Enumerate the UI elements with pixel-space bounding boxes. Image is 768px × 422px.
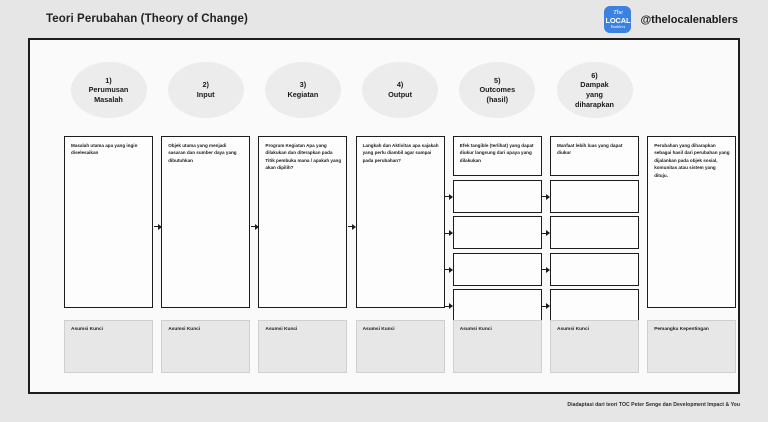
flow-arrow-5-to-6-row-2 xyxy=(542,232,550,234)
assumption-box-6[interactable]: Asumsi Kunci xyxy=(550,320,639,373)
assumption-label: Asumsi Kunci xyxy=(168,327,201,332)
logo-line-1: The xyxy=(613,9,623,16)
assumption-label: Asumsi Kunci xyxy=(362,327,395,332)
assumption-box-4[interactable]: Asumsi Kunci xyxy=(355,320,445,373)
flow-arrow-2-to-3 xyxy=(250,226,258,228)
stage-number: 1) xyxy=(105,75,112,85)
description-text: Masalah utama apa yang ingin diselesaika… xyxy=(71,143,138,156)
assumption-box-1[interactable]: Asumsi Kunci xyxy=(64,320,153,373)
assumption-label: Asumsi Kunci xyxy=(265,327,298,332)
assumption-box-2[interactable]: Asumsi Kunci xyxy=(161,320,251,373)
stage-number: 6) xyxy=(591,70,598,80)
logo-line-3: Enablers xyxy=(610,24,626,29)
credit-note: Diadaptasi dari teori TOC Peter Senge da… xyxy=(567,402,740,408)
toc-column-7: Perubahan yang diharapkan sebagai hasil … xyxy=(647,40,737,396)
assumption-box-5[interactable]: Asumsi Kunci xyxy=(452,320,542,373)
description-text: Program Kegiatan Apa yang dilakukan dan … xyxy=(265,143,342,171)
brand-block: The LOCAL Enablers @thelocalenablers xyxy=(604,6,738,33)
stage-bubble-4: 4)Output xyxy=(362,62,439,118)
stage-title-line-1: Outcomes xyxy=(479,85,516,95)
assumption-label: Pemangku Kepentingan xyxy=(654,327,709,332)
social-handle: @thelocalenablers xyxy=(640,13,738,26)
description-text: Langkah dan Aktivitas apa sajakah yang p… xyxy=(362,143,439,163)
slide-header: Teori Perubahan (Theory of Change) The L… xyxy=(0,0,768,38)
description-text: Objek utama yang menjadi sasaran dan sum… xyxy=(168,143,237,163)
empty-box-6-4[interactable] xyxy=(550,289,639,322)
description-box-3: Program Kegiatan Apa yang dilakukan dan … xyxy=(258,136,348,308)
assumption-label: Asumsi Kunci xyxy=(557,327,589,332)
stage-title-line-1: Output xyxy=(388,90,413,99)
empty-box-5-2[interactable] xyxy=(452,216,542,249)
description-box-7: Perubahan yang diharapkan sebagai hasil … xyxy=(647,136,737,308)
description-text: Perubahan yang diharapkan sebagai hasil … xyxy=(654,143,730,178)
empty-box-6-3[interactable] xyxy=(550,252,639,286)
stage-bubble-2: 2)Input xyxy=(167,62,244,118)
flow-arrow-5-to-6-row-1 xyxy=(542,196,550,198)
empty-box-6-1[interactable] xyxy=(550,179,639,213)
the-local-enablers-logo-icon: The LOCAL Enablers xyxy=(604,6,632,33)
stage-title-line-2: yang xyxy=(585,90,604,99)
stage-number: 3) xyxy=(299,80,307,90)
description-box-2: Objek utama yang menjadi sasaran dan sum… xyxy=(161,136,251,308)
assumption-box-3[interactable]: Asumsi Kunci xyxy=(258,320,348,373)
stage-bubble-3: 3)Kegiatan xyxy=(264,62,341,118)
empty-box-6-2[interactable] xyxy=(550,216,639,249)
stage-bubble-5: 5)Outcomes(hasil) xyxy=(459,62,536,118)
stage-number: 5) xyxy=(494,75,501,85)
flow-arrow-4-to-5-row-2 xyxy=(445,232,453,234)
description-box-4: Langkah dan Aktivitas apa sajakah yang p… xyxy=(355,136,445,308)
empty-box-5-1[interactable] xyxy=(452,179,542,213)
flow-arrow-5-to-6-row-3 xyxy=(542,269,550,271)
toc-column-5: 5)Outcomes(hasil) Efek tangible (terlihat… xyxy=(452,40,542,396)
logo-line-2: LOCAL xyxy=(605,16,631,25)
flow-arrow-5-to-6-row-4 xyxy=(542,305,550,307)
description-text: Manfaat lebih luas yang dapat diukur xyxy=(557,143,623,156)
flow-arrow-1-to-2 xyxy=(153,226,161,228)
stage-title-line-1: Perumusan xyxy=(88,85,129,95)
stage-title-line-3: diharapkan xyxy=(575,99,614,109)
empty-box-5-3[interactable] xyxy=(452,252,542,286)
assumption-box-7[interactable]: Pemangku Kepentingan xyxy=(647,320,737,373)
description-text: Efek tangible (terlihat) yang dapat diuk… xyxy=(459,143,534,163)
flow-arrow-4-to-5-row-1 xyxy=(445,196,453,198)
stage-number: 4) xyxy=(396,80,404,90)
description-box-6: Manfaat lebih luas yang dapat diukur xyxy=(550,136,639,176)
stage-title-line-2: Masalah xyxy=(94,94,123,104)
empty-box-5-4[interactable] xyxy=(452,289,542,322)
stage-title-line-1: Kegiatan xyxy=(287,90,319,99)
page-title: Teori Perubahan (Theory of Change) xyxy=(46,13,248,25)
stage-title-line-1: Dampak xyxy=(580,80,609,90)
flow-arrow-4-to-5-row-3 xyxy=(445,269,453,271)
stage-title-line-2: (hasil) xyxy=(486,94,509,104)
assumption-label: Asumsi Kunci xyxy=(459,327,492,332)
description-box-5: Efek tangible (terlihat) yang dapat diuk… xyxy=(452,136,542,176)
flow-arrow-3-to-4 xyxy=(347,226,356,228)
stage-title-line-1: Input xyxy=(196,90,215,99)
stage-number: 2) xyxy=(202,80,209,90)
description-box-1: Masalah utama apa yang ingin diselesaika… xyxy=(64,136,153,308)
flow-arrow-4-to-5-row-4 xyxy=(445,305,453,307)
assumption-label: Asumsi Kunci xyxy=(71,327,103,332)
